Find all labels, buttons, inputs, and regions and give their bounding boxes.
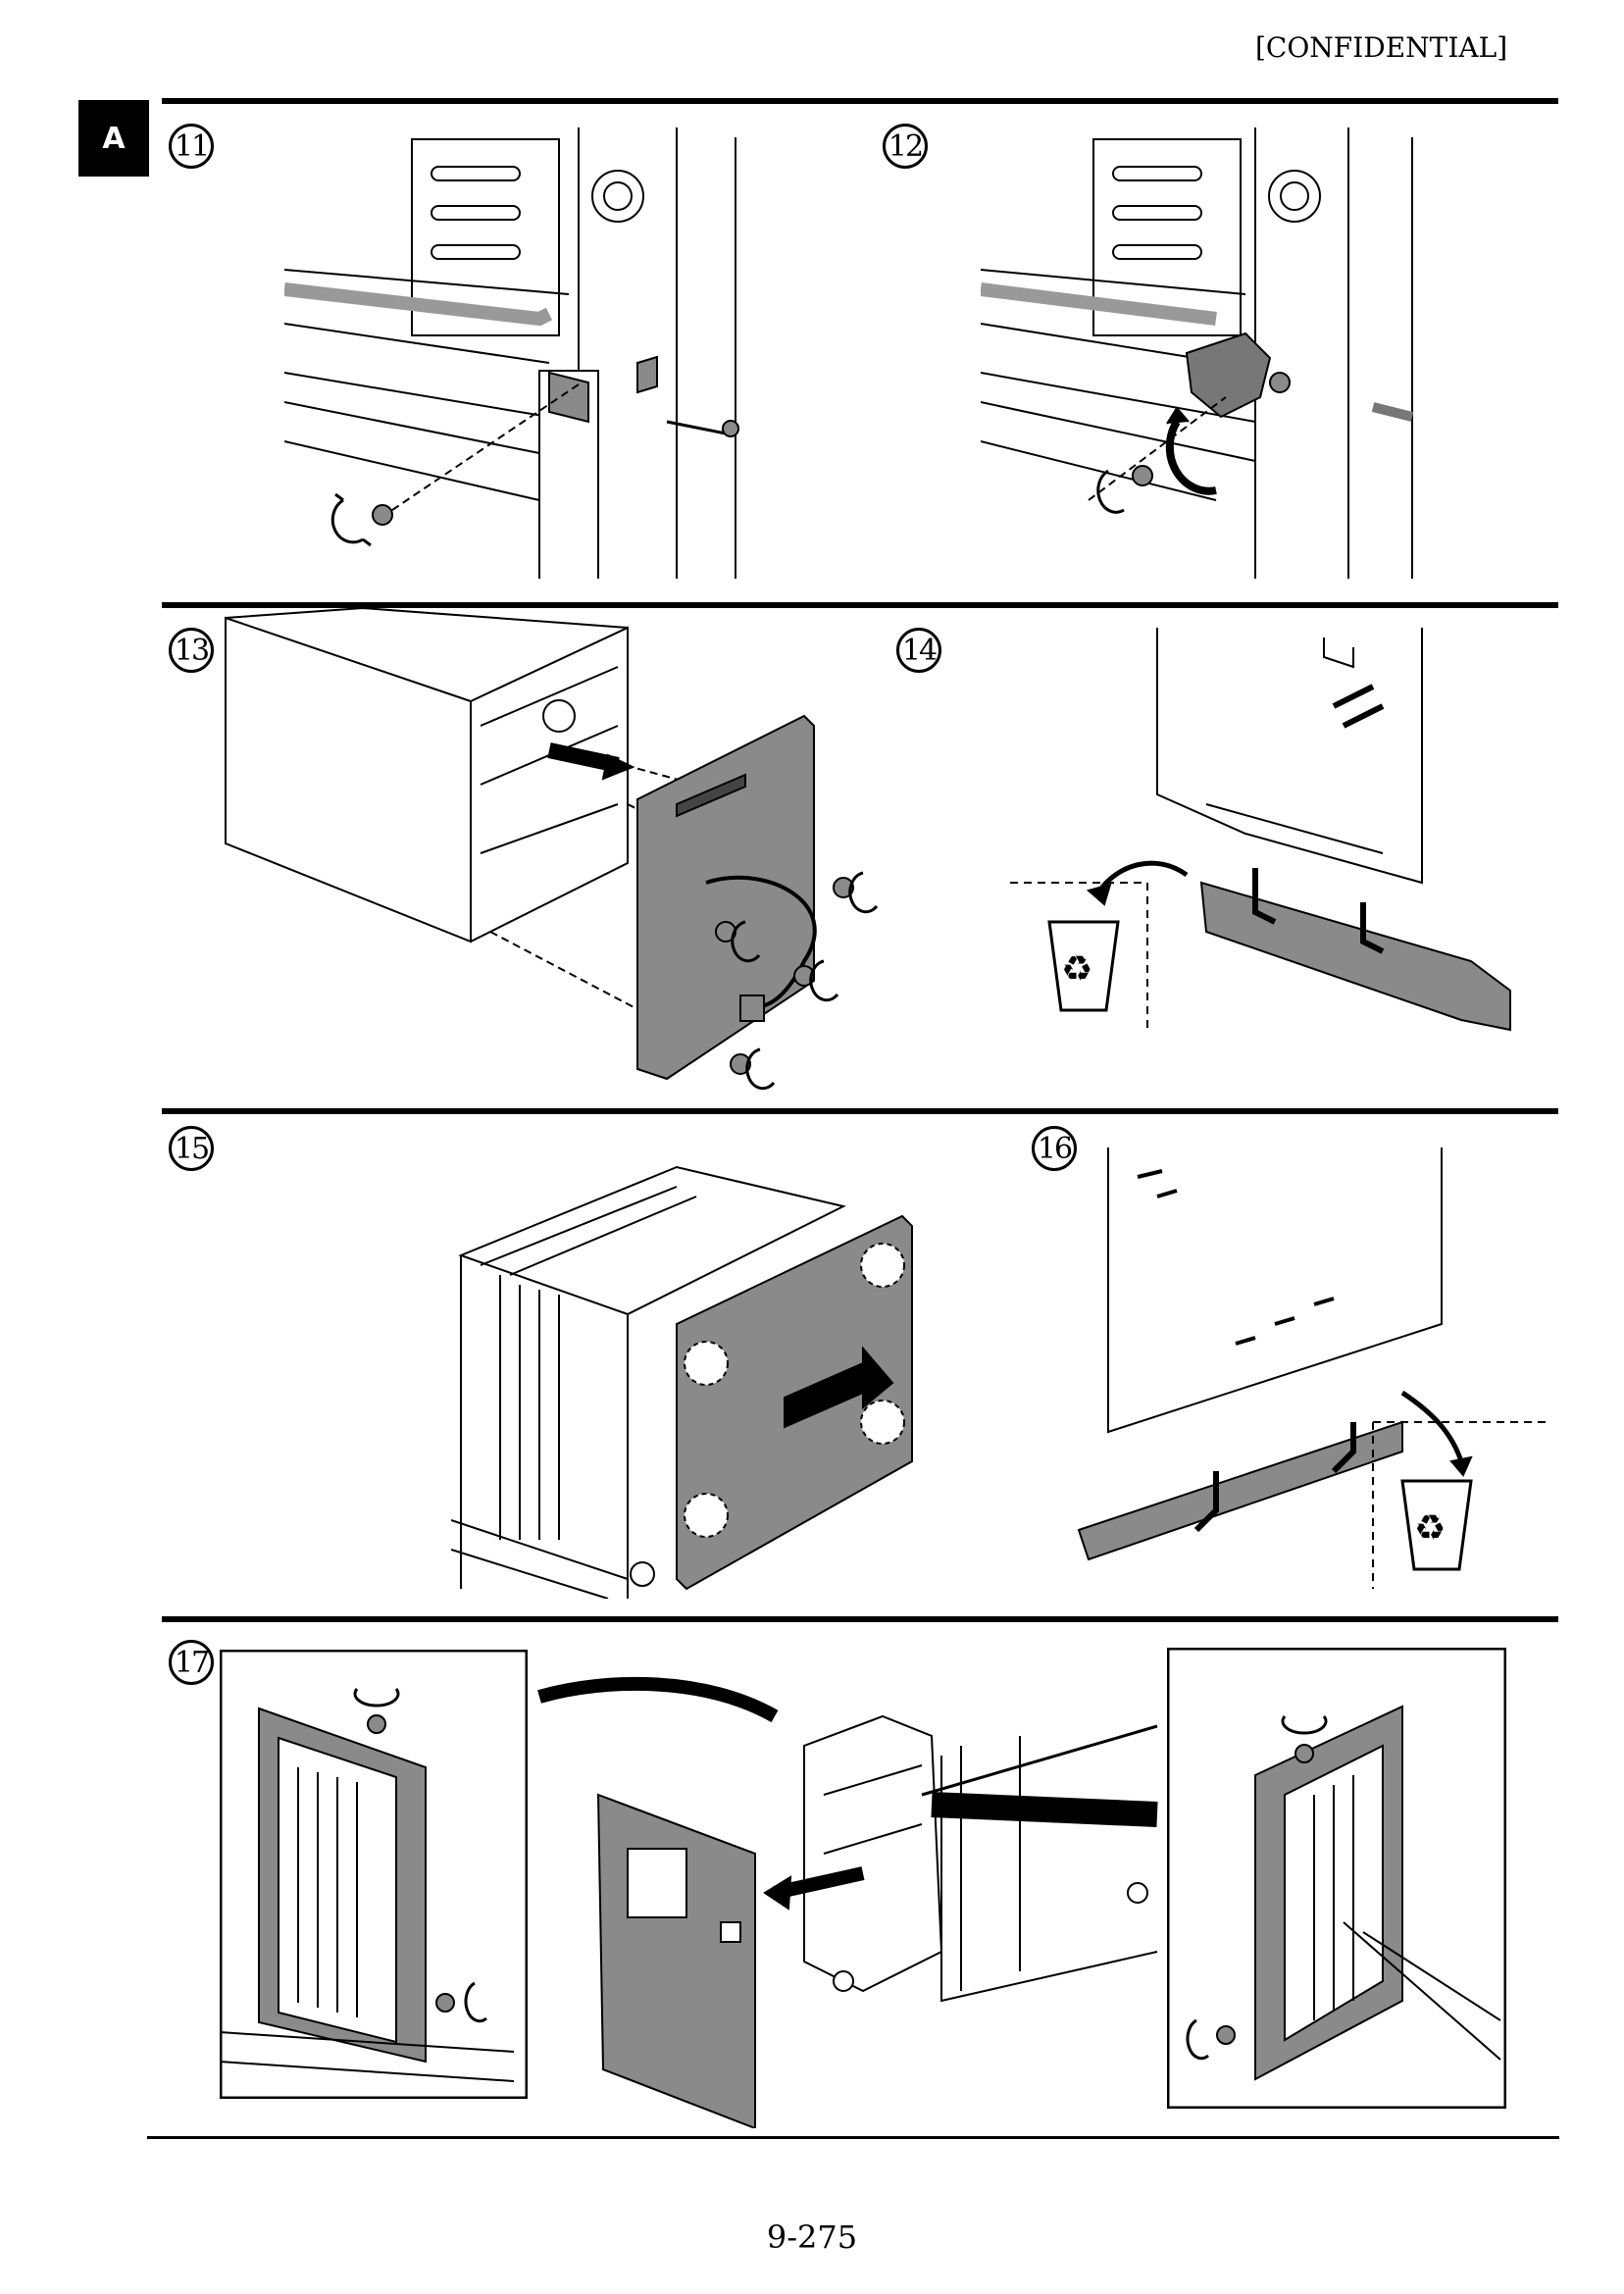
divider-top bbox=[162, 98, 1558, 104]
confidential-label: [CONFIDENTIAL] bbox=[1255, 31, 1508, 64]
lever-removal-illustration bbox=[981, 127, 1442, 579]
page-number: 9-275 bbox=[766, 2218, 858, 2256]
detail-inset-right bbox=[1167, 1648, 1506, 2109]
discard-part-illustration-16: ♻ bbox=[1069, 1128, 1559, 1599]
step-number-13: 13 bbox=[169, 628, 214, 673]
svg-text:♻: ♻ bbox=[1061, 949, 1092, 990]
front-cover-removal-illustration bbox=[530, 1657, 1167, 2128]
detail-inset-left bbox=[220, 1650, 528, 2099]
divider-3 bbox=[162, 1616, 1558, 1622]
screw-removal-illustration bbox=[284, 127, 834, 579]
step-number-12: 12 bbox=[883, 124, 928, 169]
divider-2 bbox=[162, 1108, 1558, 1114]
svg-text:♻: ♻ bbox=[1414, 1508, 1446, 1549]
step-number-15: 15 bbox=[169, 1126, 214, 1171]
step-number-17: 17 bbox=[169, 1640, 214, 1685]
section-tab: A bbox=[78, 100, 149, 177]
step-number-16: 16 bbox=[1032, 1126, 1077, 1171]
cover-removal-illustration bbox=[216, 608, 922, 1098]
step-number-14: 14 bbox=[896, 628, 941, 673]
divider-1 bbox=[162, 602, 1558, 608]
divider-bottom bbox=[147, 2136, 1559, 2139]
step-number-11: 11 bbox=[169, 124, 214, 169]
discard-part-illustration-14: ♻ bbox=[1010, 618, 1559, 1098]
cover-slide-illustration bbox=[451, 1128, 961, 1599]
